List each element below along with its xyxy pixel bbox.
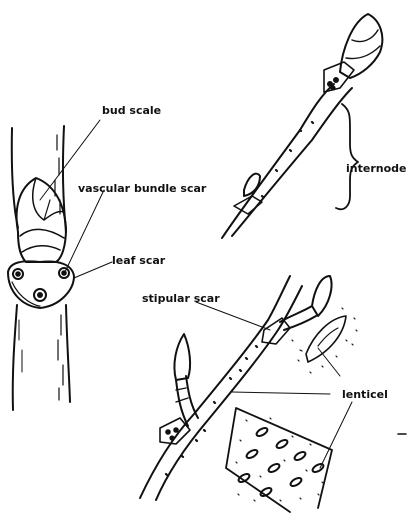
upper-twig: [222, 14, 382, 238]
leader-leaf-scar: [74, 262, 112, 278]
label-internode: internode: [346, 162, 406, 175]
label-vascular-bundle-scar: vascular bundle scar: [78, 182, 207, 195]
label-lenticel: lenticel: [342, 388, 388, 401]
lower-twig: [140, 276, 332, 500]
leader-vascular-bundle-scar: [64, 190, 104, 274]
lenticel-closeup: [292, 308, 357, 373]
label-bud-scale: bud scale: [102, 104, 161, 117]
lower-left-bud: [174, 334, 190, 380]
leader-lenticel-2: [232, 392, 330, 394]
label-stipular-scar: stipular scar: [142, 292, 220, 305]
leader-stipular-scar: [196, 302, 270, 330]
internode-bracket: [336, 104, 358, 209]
bark-patch: [226, 408, 406, 512]
leader-lenticel-1: [318, 348, 340, 376]
lower-side-bud: [312, 276, 332, 316]
label-leaf-scar: leaf scar: [112, 254, 166, 267]
leader-lenticel-3: [320, 402, 352, 468]
labels: bud scale vascular bundle scar leaf scar…: [78, 104, 406, 401]
upper-terminal-bud: [340, 14, 382, 78]
